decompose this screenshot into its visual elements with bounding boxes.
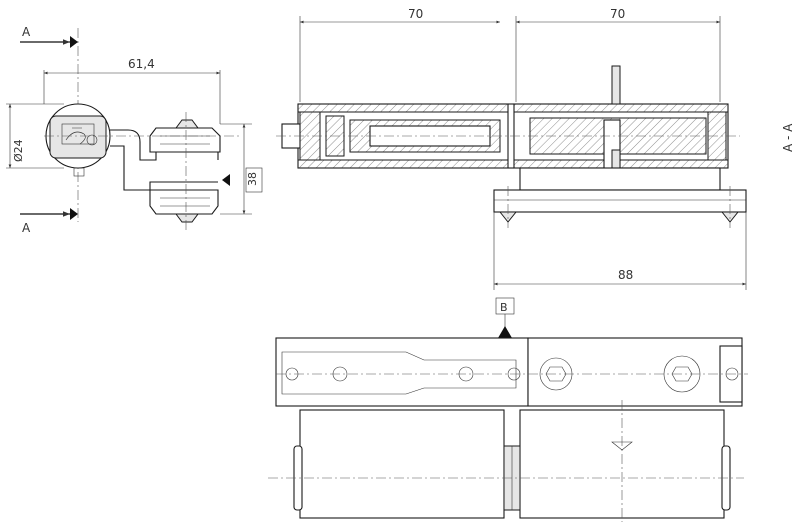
datum-b-label: B (500, 301, 508, 314)
section-marker-top: A (22, 25, 31, 39)
section-view: A - A 70 70 (276, 7, 795, 290)
front-view: B (268, 297, 748, 522)
section-label: A - A (781, 123, 795, 152)
dim-height-38: 38 (246, 172, 259, 186)
dim-right-70: 70 (610, 7, 625, 21)
dim-left-70: 70 (408, 7, 423, 21)
side-view: A A 61,4 Ø24 (6, 25, 263, 235)
section-marker-bottom: A (22, 221, 31, 235)
dim-width-61-4: 61,4 (128, 57, 155, 71)
dim-diameter-24: Ø24 (12, 139, 25, 162)
dim-plate-88: 88 (618, 268, 633, 282)
